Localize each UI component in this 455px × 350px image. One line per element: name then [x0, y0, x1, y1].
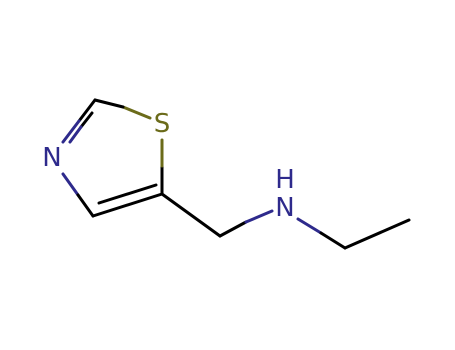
bond-n3-c4 [61, 172, 80, 197]
bond-n-ethyl-carbon [319, 231, 347, 250]
bond-c5-ch2 [160, 192, 222, 238]
bond-c2-n3-inner [79, 111, 94, 129]
atom-label-amine-nitrogen: N [275, 193, 294, 223]
bond-c2-n3-n [61, 119, 81, 144]
bond-c4-c5 [91, 192, 164, 218]
atom-label-amine-hydrogen: H [275, 165, 295, 195]
bonds [61, 98, 411, 250]
bond-s1-c2-carbon [93, 98, 125, 109]
bond-s1-c2 [121, 105, 152, 120]
bond-n3-c4-carbon [76, 193, 95, 218]
bond-c2-n3-inner-n [68, 125, 83, 144]
bond-c4-c5-inner [97, 183, 158, 205]
atom-label-ring-nitrogen: N [42, 143, 61, 173]
atom-labels: S N N H [42, 109, 295, 223]
bond-ch2-n [218, 220, 248, 238]
bond-ethyl-ch3 [343, 218, 411, 250]
bond-n-ethyl [296, 217, 323, 235]
bond-c2-n3 [77, 98, 97, 123]
bond-ch2-n-n [244, 209, 274, 224]
atom-label-sulfur: S [154, 109, 171, 139]
